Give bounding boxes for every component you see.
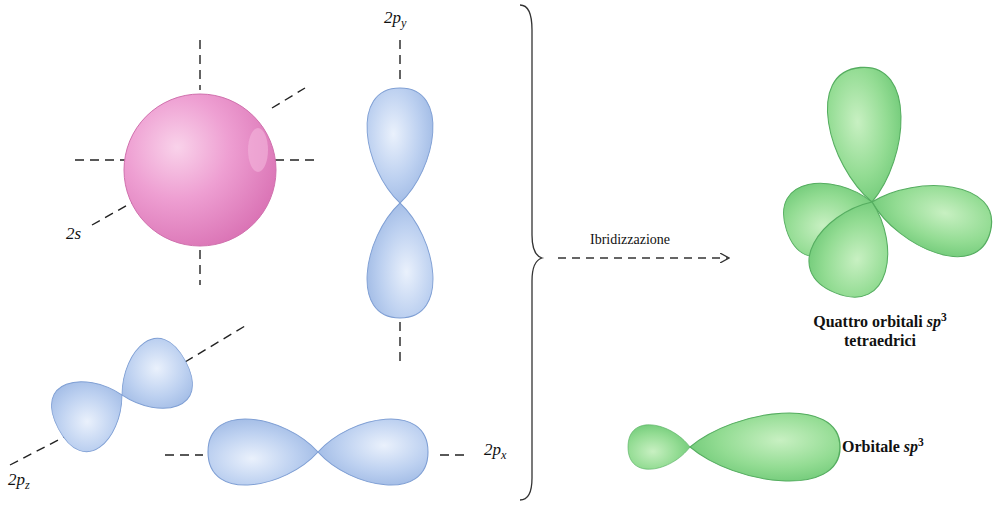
px-orbital (208, 419, 428, 485)
pz-orbital (42, 330, 203, 461)
arrow-label: Ibridizzazione (590, 232, 670, 249)
caption-label: Quattro orbitali sp3 tetraedrici (790, 312, 970, 350)
caption-label: Orbitale sp3 (842, 437, 924, 456)
orbital-label: 2px (484, 440, 506, 460)
sp3-orbital (628, 413, 840, 481)
orbital-label: 2s (66, 224, 81, 244)
hybridization-arrow (558, 257, 728, 258)
brace (520, 5, 542, 500)
s-orbital (124, 94, 276, 246)
orbital-label: 2py (384, 8, 406, 28)
sp3-tetrahedral-orbitals (775, 64, 999, 307)
s-orbital-highlight (248, 128, 268, 172)
orbital-label: 2pz (8, 470, 30, 490)
axis-lines (10, 40, 470, 465)
py-orbital (367, 88, 433, 318)
